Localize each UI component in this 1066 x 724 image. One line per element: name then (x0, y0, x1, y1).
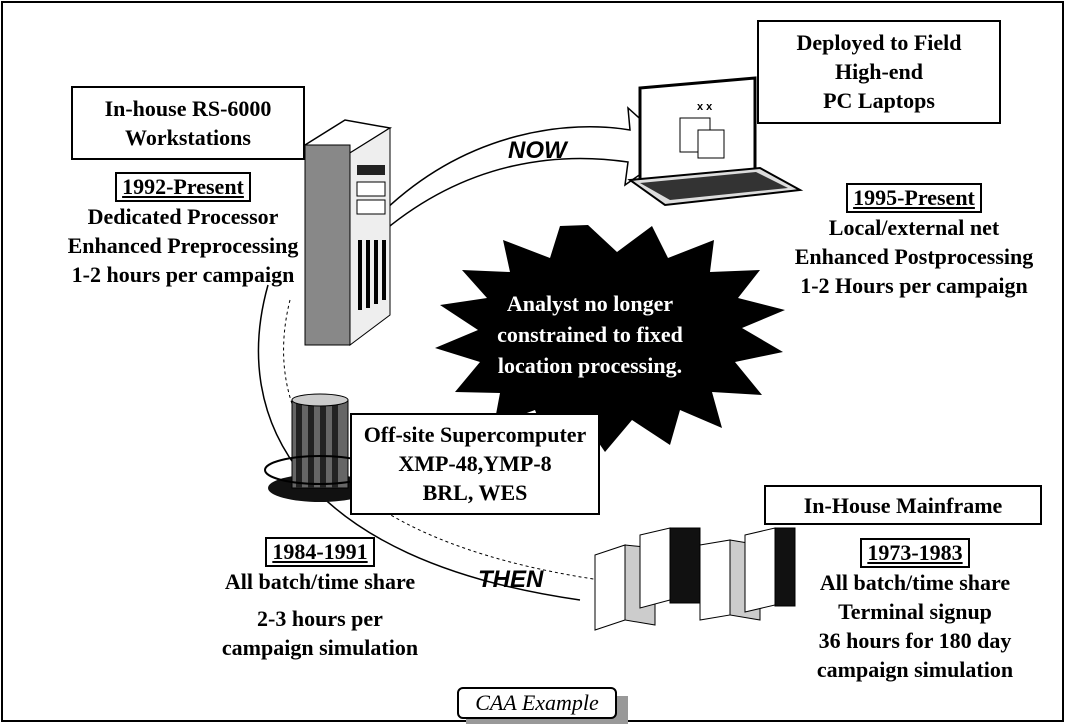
starburst-line-3: location processing. (497, 353, 683, 378)
workstations-title-line-1: In-house RS-6000 (104, 96, 272, 121)
starburst (435, 225, 785, 452)
supercomputer-title-box: Off-site Supercomputer XMP-48,YMP-8 BRL,… (350, 413, 600, 515)
starburst-line-2: constrained to fixed (497, 322, 683, 347)
caa-example-text: CAA Example (475, 690, 599, 715)
mainframe-date: 1973-1983 (860, 538, 970, 568)
workstations-title-box: In-house RS-6000 Workstations (71, 86, 305, 160)
workstations-title-line-2: Workstations (125, 125, 251, 150)
supercomputer-detail-1: All batch/time share (224, 569, 416, 594)
caa-example-label: CAA Example (457, 687, 617, 719)
supercomputer-title-line-1: Off-site Supercomputer (363, 422, 587, 447)
server-tower-icon (302, 119, 393, 346)
workstations-detail-3: 1-2 hours per campaign (71, 262, 295, 287)
now-arrow (384, 106, 677, 232)
laptops-title-line-2: High-end (834, 59, 924, 84)
laptops-title-box: Deployed to Field High-end PC Laptops (757, 20, 1001, 124)
mainframe-detail-1: All batch/time share (819, 570, 1011, 595)
workstations-date: 1992-Present (115, 172, 251, 202)
supercomputer-details: 1984-1991 All batch/time share 2-3 hours… (210, 537, 430, 662)
laptops-title-line-3: PC Laptops (823, 88, 935, 113)
laptops-title-line-1: Deployed to Field (796, 30, 962, 55)
mainframe-detail-2: Terminal signup (838, 599, 992, 624)
starburst-text: Analyst no longer constrained to fixed l… (470, 288, 710, 381)
workstations-detail-1: Dedicated Processor (87, 204, 279, 229)
supercomputer-title-line-2: XMP-48,YMP-8 (398, 451, 552, 476)
svg-text:x x: x x (697, 101, 713, 113)
starburst-line-1: Analyst no longer (506, 291, 674, 316)
workstations-detail-2: Enhanced Preprocessing (67, 233, 299, 258)
mainframe-detail-4: campaign simulation (816, 657, 1014, 682)
laptops-detail-3: 1-2 Hours per campaign (800, 273, 1028, 298)
then-label: THEN (478, 566, 544, 593)
workstations-details: 1992-Present Dedicated Processor Enhance… (40, 172, 326, 289)
supercomputer-detail-2: 2-3 hours per (257, 606, 383, 631)
supercomputer-date: 1984-1991 (265, 537, 375, 567)
now-label: NOW (508, 137, 567, 164)
then-arc-inner (283, 299, 601, 581)
laptops-details: 1995-Present Local/external net Enhanced… (768, 183, 1060, 300)
supercomputer-icon (264, 393, 376, 502)
mainframe-icon (594, 527, 796, 631)
mainframe-detail-3: 36 hours for 180 day (818, 628, 1012, 653)
mainframe-title-box: In-House Mainframe (764, 485, 1042, 525)
supercomputer-title-line-3: BRL, WES (422, 480, 528, 505)
mainframe-title-line-1: In-House Mainframe (803, 493, 1003, 518)
laptop-icon: x x (627, 76, 804, 207)
laptops-date: 1995-Present (846, 183, 982, 213)
mainframe-details: 1973-1983 All batch/time share Terminal … (775, 538, 1055, 684)
laptops-detail-1: Local/external net (828, 215, 1000, 240)
laptops-detail-2: Enhanced Postprocessing (794, 244, 1034, 269)
supercomputer-detail-3: campaign simulation (221, 635, 419, 660)
